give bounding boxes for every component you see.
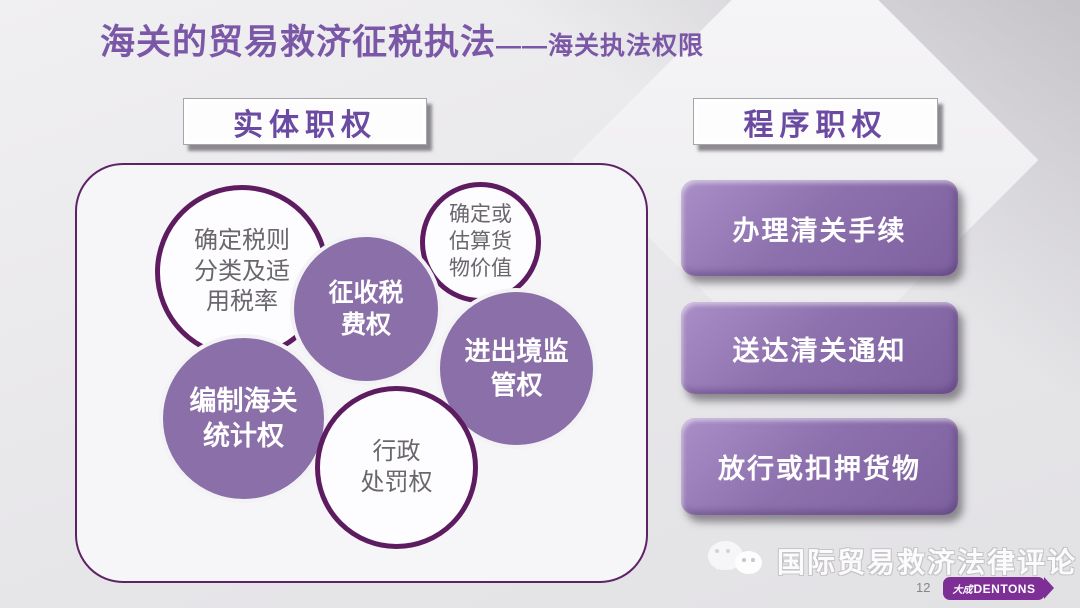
wechat-icon <box>706 538 770 582</box>
button-clearance-procedures: 办理清关手续 <box>681 180 958 276</box>
dentons-logo: 大成 DENTONS <box>943 577 1054 600</box>
button-clearance-notice: 送达清关通知 <box>681 302 958 394</box>
dentons-logo-en: DENTONS <box>973 581 1036 596</box>
circle-customs-statistics: 编制海关 统计权 <box>159 334 328 503</box>
brand-watermark: 国际贸易救济法律评论 <box>777 547 1078 578</box>
dentons-logo-cn: 大成 <box>952 585 973 596</box>
button-release-or-detain: 放行或扣押货物 <box>681 418 958 515</box>
title-subtitle: ——海关执法权限 <box>496 32 705 60</box>
header-substantive-powers: 实体职权 <box>183 98 427 145</box>
title-main: 海关的贸易救济征税执法 <box>100 23 497 62</box>
header-procedural-powers: 程序职权 <box>693 98 938 145</box>
circle-admin-penalty: 行政 处罚权 <box>315 386 478 549</box>
circle-tax-collection: 征收税 费权 <box>290 233 442 385</box>
page-number: 12 <box>916 580 931 595</box>
page-title: 海关的贸易救济征税执法 ——海关执法权限 <box>100 14 704 65</box>
wechat-bubble-small <box>735 551 762 574</box>
